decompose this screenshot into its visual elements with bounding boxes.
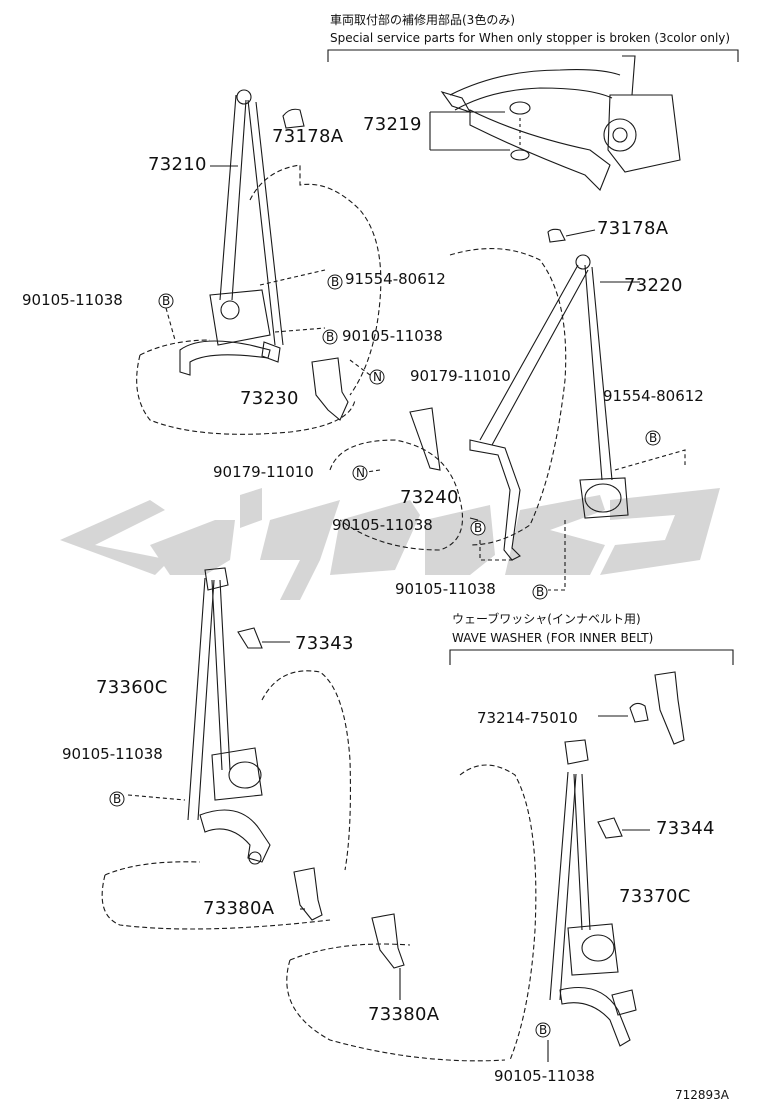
callout-73240: 73240 [400,487,459,508]
callout-73380a: 73380A [203,898,275,919]
marker-b: B [331,275,340,289]
callout-73343: 73343 [295,633,354,654]
marker-b: B [539,1023,548,1037]
callout-90105-11038: 90105-11038 [22,291,123,309]
callout-91554-80612: 91554-80612 [345,270,446,288]
callout-73360c: 73360C [96,677,168,698]
callout-73380a: 73380A [368,1004,440,1025]
callout-90105-11038: 90105-11038 [395,580,496,598]
marker-b: B [326,330,335,344]
marker-circles [109,274,661,1038]
marker-b: B [474,521,483,535]
callout-73230: 73230 [240,388,299,409]
marker-n: N [373,370,382,384]
callout-73178a: 73178A [272,126,344,147]
callout-73344: 73344 [656,818,715,839]
header-bracket [327,49,739,62]
watermark-logo [60,488,720,600]
callout-73370c: 73370C [619,886,691,907]
callout-73178a: 73178A [597,218,669,239]
marker-b: B [113,792,122,806]
figure-id: 712893A [675,1088,730,1102]
header-note-en: Special service parts for When only stop… [330,31,731,45]
callout-90179-11010: 90179-11010 [410,367,511,385]
marker-b: B [536,585,545,599]
header-note-jp: 車両取付部の補修用部品(3色のみ) [330,13,515,27]
wave-washer-note-jp: ウェーブワッシャ(インナベルト用) [452,612,641,626]
wave-washer-bracket [449,649,734,665]
line-art [101,49,739,1062]
marker-n: N [356,466,365,480]
callout-73214-75010: 73214-75010 [477,709,578,727]
callout-73219: 73219 [363,114,422,135]
callout-73220: 73220 [624,275,683,296]
callout-73210: 73210 [148,154,207,175]
callout-91554-80612: 91554-80612 [603,387,704,405]
callout-90105-11038: 90105-11038 [332,516,433,534]
callout-90105-11038: 90105-11038 [342,327,443,345]
callout-90105-11038: 90105-11038 [62,745,163,763]
wave-washer-note-en: WAVE WASHER (FOR INNER BELT) [452,631,654,645]
marker-b: B [649,431,658,445]
marker-b: B [162,294,171,308]
callout-90105-11038: 90105-11038 [494,1067,595,1085]
callout-90179-11010: 90179-11010 [213,463,314,481]
